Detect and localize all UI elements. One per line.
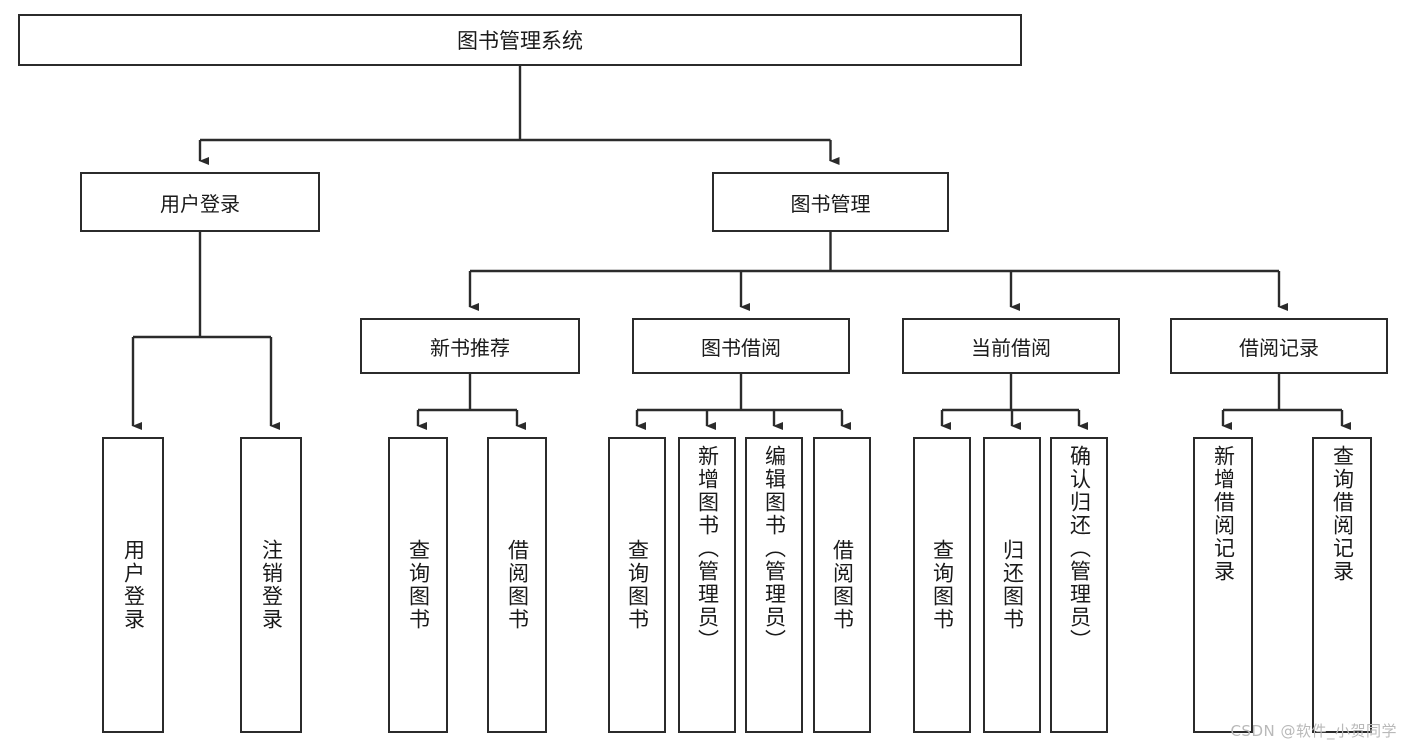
node-label: 查询图书	[930, 539, 955, 631]
node-label: 注销登录	[259, 539, 284, 631]
node-label: 新增图书（管理员）	[695, 445, 720, 652]
node-query-book-2[interactable]: 查询图书	[608, 437, 666, 733]
node-return-book[interactable]: 归还图书	[983, 437, 1041, 733]
node-book-borrow[interactable]: 图书借阅	[632, 318, 850, 374]
node-label: 查询借阅记录	[1330, 445, 1355, 583]
node-query-book-3[interactable]: 查询图书	[913, 437, 971, 733]
node-borrow-book-1[interactable]: 借阅图书	[487, 437, 547, 733]
node-edit-book[interactable]: 编辑图书（管理员）	[745, 437, 803, 733]
node-user-login[interactable]: 用户登录	[80, 172, 320, 232]
node-book-manage[interactable]: 图书管理	[712, 172, 949, 232]
node-confirm-return[interactable]: 确认归还（管理员）	[1050, 437, 1108, 733]
node-new-book-rec[interactable]: 新书推荐	[360, 318, 580, 374]
node-root[interactable]: 图书管理系统	[18, 14, 1022, 66]
node-user-login-do[interactable]: 用户登录	[102, 437, 164, 733]
node-current-borrow[interactable]: 当前借阅	[902, 318, 1120, 374]
node-label: 确认归还（管理员）	[1067, 445, 1092, 652]
node-label: 归还图书	[1000, 539, 1025, 631]
watermark-credit: CSDN @软件_小贺同学	[1230, 722, 1397, 740]
node-borrow-records[interactable]: 借阅记录	[1170, 318, 1388, 374]
node-label: 借阅图书	[505, 539, 530, 631]
node-add-book[interactable]: 新增图书（管理员）	[678, 437, 736, 733]
node-query-book-1[interactable]: 查询图书	[388, 437, 448, 733]
node-label: 查询图书	[625, 539, 650, 631]
node-user-logout[interactable]: 注销登录	[240, 437, 302, 733]
node-label: 编辑图书（管理员）	[762, 445, 787, 652]
node-label: 新增借阅记录	[1211, 445, 1236, 583]
node-query-record[interactable]: 查询借阅记录	[1312, 437, 1372, 733]
node-label: 查询图书	[406, 539, 431, 631]
node-borrow-book-2[interactable]: 借阅图书	[813, 437, 871, 733]
node-label: 用户登录	[121, 539, 146, 631]
node-label: 借阅图书	[830, 539, 855, 631]
node-add-record[interactable]: 新增借阅记录	[1193, 437, 1253, 733]
